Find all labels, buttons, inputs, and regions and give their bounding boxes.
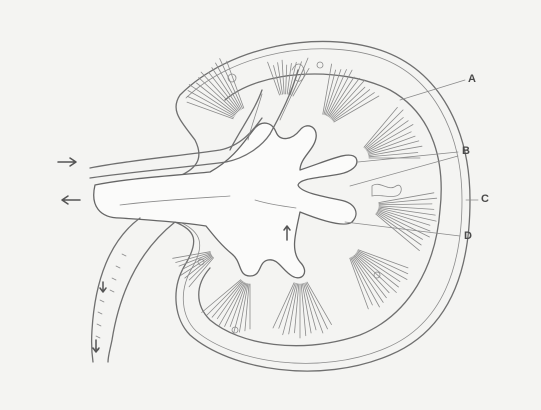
label-d: D — [464, 231, 472, 242]
pyramid-striation-53 — [378, 211, 430, 237]
pyramid-striation-55 — [376, 213, 421, 245]
arrow-down-icon-2 — [93, 340, 99, 352]
pyramid-striation-61 — [356, 254, 399, 287]
pyramid-striation-64 — [354, 256, 387, 298]
pyramid-striation-62 — [355, 255, 396, 293]
pyramid-striation-13 — [274, 66, 282, 95]
pyramid-striation-79 — [279, 283, 295, 328]
pyramid-striation-94 — [185, 256, 212, 278]
pyramid-striation-24 — [325, 70, 341, 115]
pyramid-striation-69 — [307, 282, 332, 325]
pyramid-striation-71 — [305, 283, 323, 333]
pyramid-striation-47 — [379, 204, 432, 205]
pyramid-striation-29 — [331, 80, 365, 118]
pyramid-striation-91 — [202, 280, 241, 313]
pyramid-striation-6 — [201, 72, 238, 112]
pyramid-striation-3 — [189, 85, 235, 115]
label-c: C — [481, 194, 489, 205]
leader-b2 — [350, 156, 458, 186]
pyramid-striation-63 — [355, 255, 390, 292]
pyramid-striation-21 — [293, 68, 309, 96]
pyramid-striation-50 — [379, 208, 437, 221]
pyramid-striation-11 — [227, 61, 244, 108]
arrow-in-icon — [58, 158, 76, 166]
leader-d — [345, 222, 460, 236]
pyramid-striation-66 — [352, 257, 380, 307]
pyramid-striation-48 — [379, 206, 434, 210]
arrow-down-icon — [100, 282, 106, 292]
pyramid-striation-59 — [357, 252, 407, 280]
renal-pelvis — [94, 123, 357, 278]
pyramid-striation-34 — [364, 107, 397, 147]
arrow-out-icon — [62, 196, 80, 204]
pyramid-striation-32 — [333, 93, 374, 121]
pyramid-striation-0 — [187, 102, 233, 119]
pyramid-striation-16 — [286, 65, 287, 94]
label-b: B — [462, 146, 470, 157]
pyramid-striation-40 — [368, 136, 415, 153]
label-a: A — [468, 74, 476, 85]
